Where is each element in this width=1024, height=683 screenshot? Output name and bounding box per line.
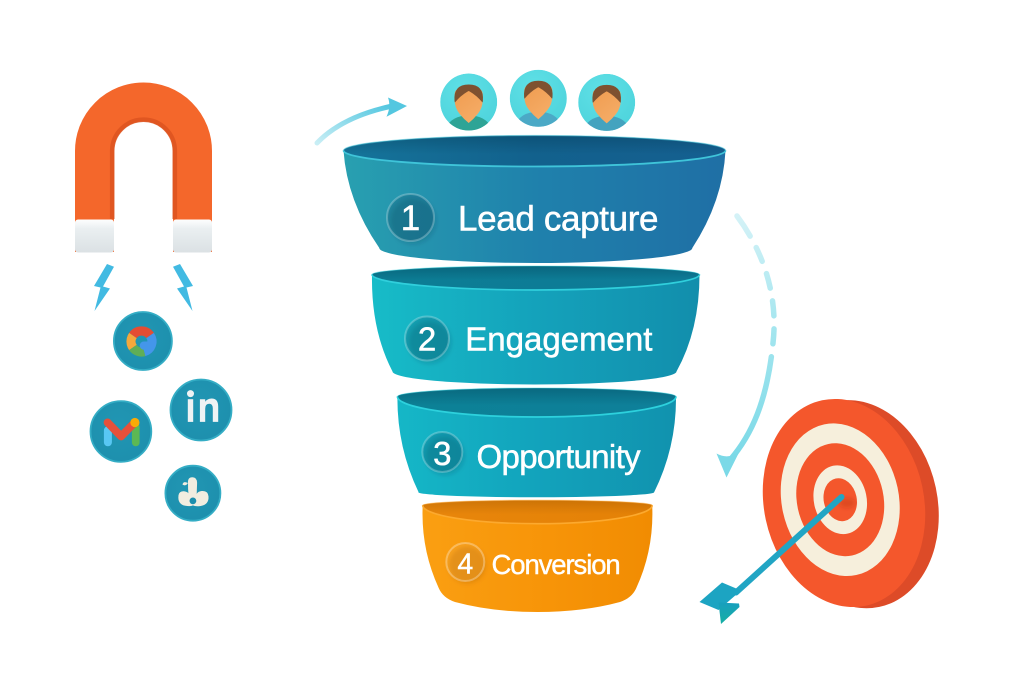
svg-text:Opportunity: Opportunity	[477, 438, 642, 475]
svg-text:1: 1	[401, 199, 420, 238]
svg-text:Conversion: Conversion	[492, 549, 620, 580]
svg-text:4: 4	[457, 549, 473, 581]
svg-text:2: 2	[418, 321, 436, 358]
svg-text:Engagement: Engagement	[465, 321, 652, 358]
svg-text:3: 3	[433, 435, 451, 472]
svg-text:Lead capture: Lead capture	[458, 199, 658, 238]
